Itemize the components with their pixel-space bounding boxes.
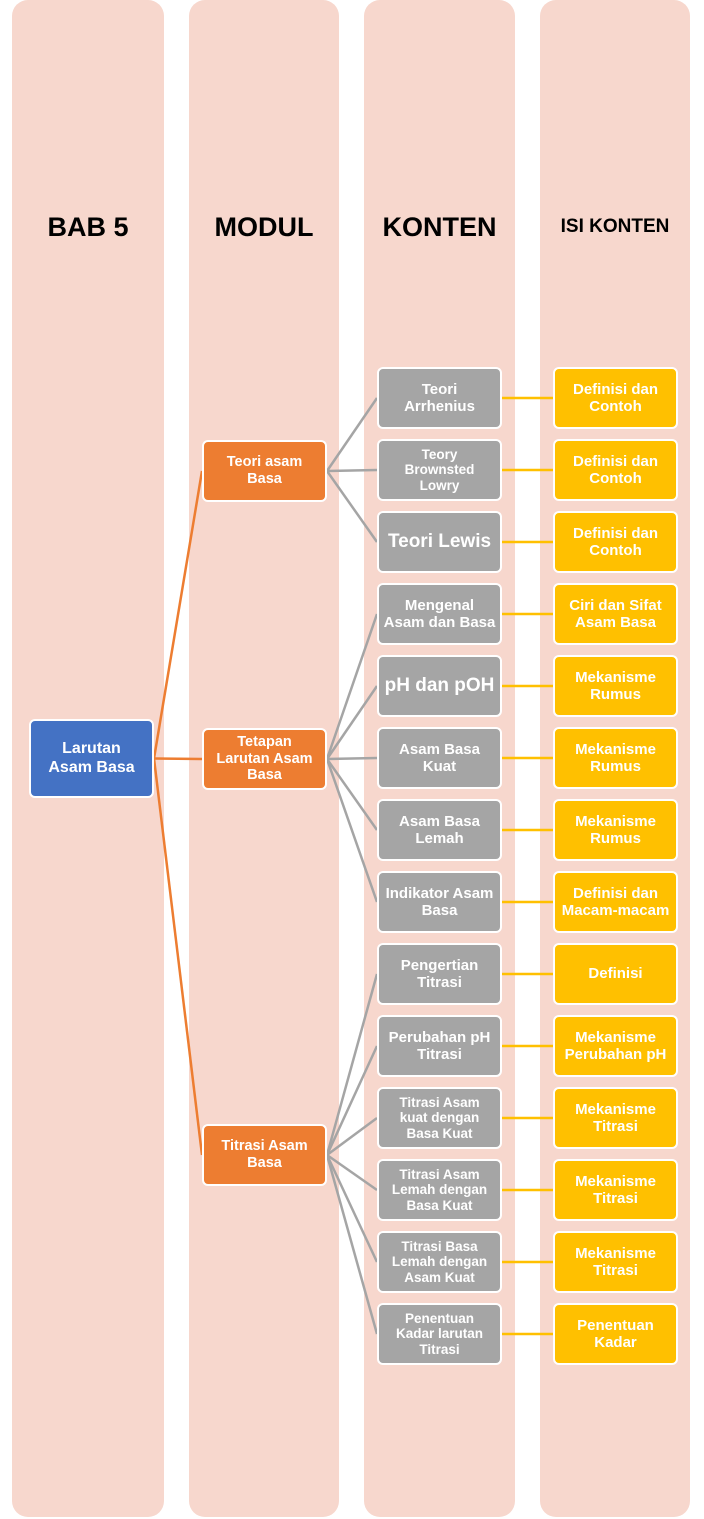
column-title-bab: BAB 5 [47,212,129,242]
isi-node-12[interactable]: Mekanisme Titrasi [553,1231,678,1293]
isi-node-5-label: Mekanisme Rumus [575,740,656,775]
module-link-content-0 [325,397,379,472]
root-node-larutan-asam-basa[interactable]: Larutan Asam Basa [29,719,154,798]
isi-node-7-label: Definisi dan Macam-macam [561,884,670,919]
isi-node-5[interactable]: Mekanisme Rumus [553,727,678,789]
module-node-1[interactable]: Tetapan Larutan Asam Basa [202,728,327,790]
content-node-2[interactable]: Teori Lewis [377,511,502,573]
module-node-1-label: Tetapan Larutan Asam Basa [216,733,313,784]
isi-node-4-label: Mekanisme Rumus [575,668,656,703]
content-node-8-label: Pengertian Titrasi [400,956,479,991]
isi-node-4[interactable]: Mekanisme Rumus [553,655,678,717]
module-node-2[interactable]: Titrasi Asam Basa [202,1124,327,1186]
isi-node-0[interactable]: Definisi dan Contoh [553,367,678,429]
isi-node-11-label: Mekanisme Titrasi [575,1172,656,1207]
isi-node-3[interactable]: Ciri dan Sifat Asam Basa [553,583,678,645]
root-link-module-0 [152,470,204,759]
content-node-0-label: Teori Arrhenius [404,380,475,415]
module-link-content-13 [325,1154,379,1335]
content-node-13[interactable]: Penentuan Kadar larutan Titrasi [377,1303,502,1365]
content-node-3-label: Mengenal Asam dan Basa [383,596,496,631]
module-link-content-11 [326,1153,378,1192]
content-node-7[interactable]: Indikator Asam Basa [377,871,502,933]
root-node-larutan-asam-basa-label: Larutan Asam Basa [48,740,135,776]
content-node-1[interactable]: Teory Brownsted Lowry [377,439,502,501]
content-node-6-label: Asam Basa Lemah [399,812,480,847]
content-node-1-label: Teory Brownsted Lowry [404,446,475,493]
column-title-modul: MODUL [214,212,314,242]
isi-node-10-label: Mekanisme Titrasi [575,1100,656,1135]
content-node-12-label: Titrasi Basa Lemah dengan Asam Kuat [391,1238,488,1285]
content-node-8[interactable]: Pengertian Titrasi [377,943,502,1005]
content-node-4[interactable]: pH dan pOH [377,655,502,717]
isi-node-10[interactable]: Mekanisme Titrasi [553,1087,678,1149]
content-node-5[interactable]: Asam Basa Kuat [377,727,502,789]
isi-node-9-label: Mekanisme Perubahan pH [564,1028,667,1063]
content-node-2-label: Teori Lewis [387,531,492,553]
isi-node-2-label: Definisi dan Contoh [572,524,658,559]
isi-node-11[interactable]: Mekanisme Titrasi [553,1159,678,1221]
content-node-9[interactable]: Perubahan pH Titrasi [377,1015,502,1077]
module-link-content-12 [325,1154,379,1263]
content-node-0[interactable]: Teori Arrhenius [377,367,502,429]
isi-node-6[interactable]: Mekanisme Rumus [553,799,678,861]
isi-node-8-label: Definisi [588,965,643,983]
module-link-content-9 [325,1045,379,1156]
content-node-10-label: Titrasi Asam kuat dengan Basa Kuat [399,1094,480,1141]
isi-node-2[interactable]: Definisi dan Contoh [553,511,678,573]
isi-node-6-label: Mekanisme Rumus [575,812,656,847]
isi-node-13-label: Penentuan Kadar [577,1316,654,1351]
module-link-content-5 [326,756,378,761]
root-link-module-1 [153,757,203,761]
module-node-0[interactable]: Teori asam Basa [202,440,327,502]
content-node-6[interactable]: Asam Basa Lemah [377,799,502,861]
content-node-11-label: Titrasi Asam Lemah dengan Basa Kuat [391,1166,488,1213]
root-link-module-2 [152,758,204,1156]
module-node-2-label: Titrasi Asam Basa [221,1138,308,1171]
isi-node-3-label: Ciri dan Sifat Asam Basa [569,596,662,631]
content-node-13-label: Penentuan Kadar larutan Titrasi [395,1310,484,1357]
isi-node-1-label: Definisi dan Contoh [572,452,658,487]
isi-node-9[interactable]: Mekanisme Perubahan pH [553,1015,678,1077]
content-node-3[interactable]: Mengenal Asam dan Basa [377,583,502,645]
isi-node-12-label: Mekanisme Titrasi [575,1244,656,1279]
module-link-content-1 [326,468,378,473]
module-link-content-2 [325,470,379,543]
isi-node-1[interactable]: Definisi dan Contoh [553,439,678,501]
content-node-11[interactable]: Titrasi Asam Lemah dengan Basa Kuat [377,1159,502,1221]
content-node-5-label: Asam Basa Kuat [399,740,480,775]
isi-node-13[interactable]: Penentuan Kadar [553,1303,678,1365]
content-node-9-label: Perubahan pH Titrasi [388,1028,491,1063]
module-link-content-4 [325,685,379,760]
content-node-7-label: Indikator Asam Basa [385,884,494,919]
module-link-content-10 [326,1116,378,1157]
module-link-content-3 [325,613,379,760]
column-title-isi-konten: ISI KONTEN [560,216,670,237]
content-node-12[interactable]: Titrasi Basa Lemah dengan Asam Kuat [377,1231,502,1293]
isi-node-7[interactable]: Definisi dan Macam-macam [553,871,678,933]
module-link-content-8 [325,973,379,1156]
column-title-konten: KONTEN [382,212,497,242]
module-node-0-label: Teori asam Basa [226,454,303,487]
content-node-4-label: pH dan pOH [384,675,495,697]
isi-node-0-label: Definisi dan Contoh [572,380,658,415]
content-node-10[interactable]: Titrasi Asam kuat dengan Basa Kuat [377,1087,502,1149]
module-link-content-7 [325,758,379,903]
module-link-content-6 [325,758,379,831]
isi-node-8[interactable]: Definisi [553,943,678,1005]
